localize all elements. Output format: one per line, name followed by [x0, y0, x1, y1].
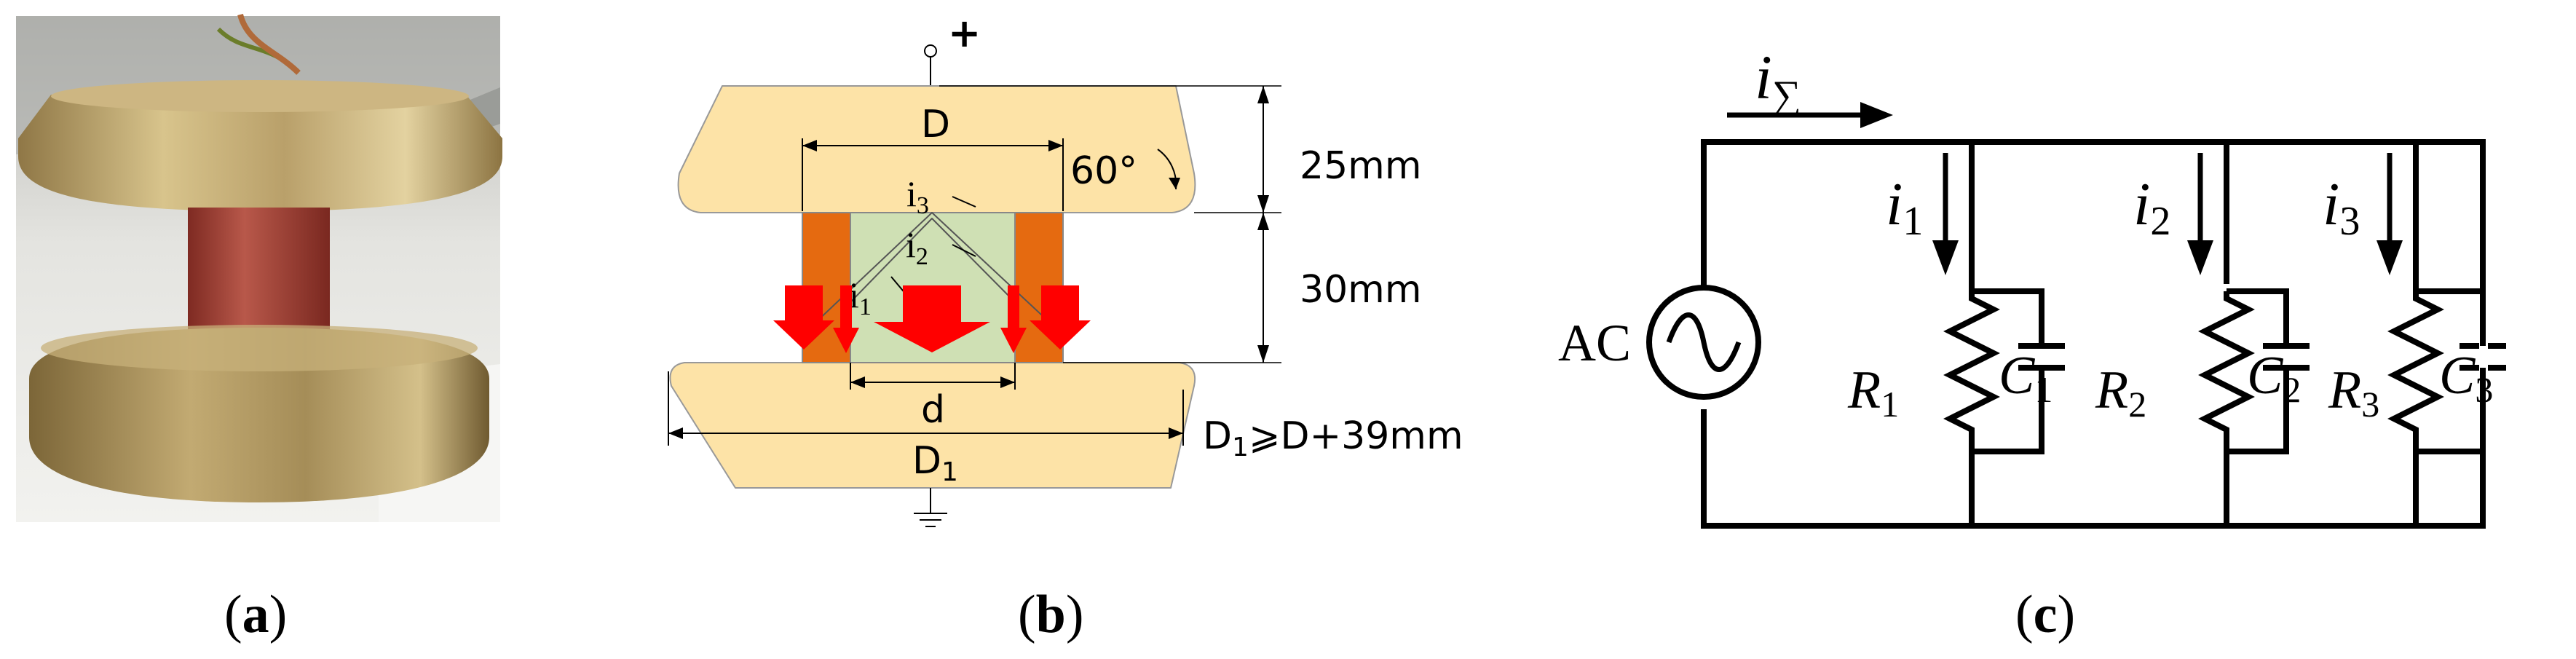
i3-branch-label: i3 [2323, 170, 2360, 244]
ac-label: AC [1558, 314, 1631, 372]
top-electrode [677, 85, 1196, 213]
photo-bottom-electrode-top [41, 325, 478, 371]
i1-branch-label: i1 [1886, 170, 1923, 244]
bottom-electrode [669, 362, 1196, 489]
i3-arrow [952, 196, 976, 208]
photo-bottom-electrode [29, 328, 489, 502]
photo-rubber-sample [188, 208, 330, 335]
caption-b: (b) [1018, 585, 1083, 644]
C3-label: C3 [2439, 346, 2493, 410]
red-arrow-left-inner [833, 285, 859, 353]
branch-1: i1 R1 C1 [1847, 149, 2065, 526]
i2-branch-label: i2 [2133, 170, 2170, 244]
C1-label: C1 [1999, 346, 2052, 410]
R2-label: R2 [2095, 360, 2146, 425]
i2-arrow [952, 244, 976, 257]
i3-label: i3 [906, 173, 929, 219]
d-label: d [921, 388, 945, 432]
red-arrow-left-outer [773, 285, 834, 350]
plus-sign: + [948, 10, 981, 56]
branch-3: i3 R3 C3 [2323, 142, 2506, 526]
D1-label: D1 [912, 439, 958, 487]
red-arrow-right-outer [1030, 285, 1091, 350]
field-line-inner [850, 218, 1016, 303]
photo-top-electrode [18, 95, 502, 211]
C2-label: C2 [2247, 346, 2301, 410]
D1-condition: D1⩾D+39mm [1203, 414, 1463, 462]
isum-label: i∑ [1755, 42, 1801, 118]
panel-c-elements: i∑ AC i1 R1 C1 i2 R2 C2 [1558, 42, 2506, 526]
capacitor-2 [2227, 288, 2310, 454]
photo-top-electrode-rim [51, 80, 469, 112]
panel-c-circuit [1701, 139, 2486, 529]
red-arrow-right-inner [1000, 285, 1027, 353]
red-arrow-center [874, 285, 990, 352]
panel-b-schematic: + i3 i2 i1 D 60° [668, 10, 1463, 527]
caption-c: (c) [2015, 585, 2075, 644]
angle-label: 60° [1070, 149, 1137, 193]
photo-wire-copper [237, 13, 301, 75]
resistor-3 [2387, 291, 2444, 451]
top-terminal [924, 44, 937, 58]
sine-icon [1666, 312, 1742, 372]
i2-label: i2 [906, 224, 928, 270]
D-label: D [921, 103, 950, 146]
resistor-2 [2198, 291, 2255, 451]
branch-2: i2 R2 C2 [2095, 153, 2310, 454]
caption-a: (a) [224, 585, 287, 644]
height-mid-label: 30mm [1300, 268, 1421, 312]
resistor-1 [1943, 291, 2000, 451]
height-top-label: 25mm [1300, 144, 1421, 188]
panel-a-photo [16, 13, 502, 522]
capacitor-1 [1972, 288, 2065, 454]
circuit-frame [1701, 139, 2486, 529]
R1-label: R1 [1847, 360, 1899, 425]
R3-label: R3 [2328, 360, 2379, 425]
